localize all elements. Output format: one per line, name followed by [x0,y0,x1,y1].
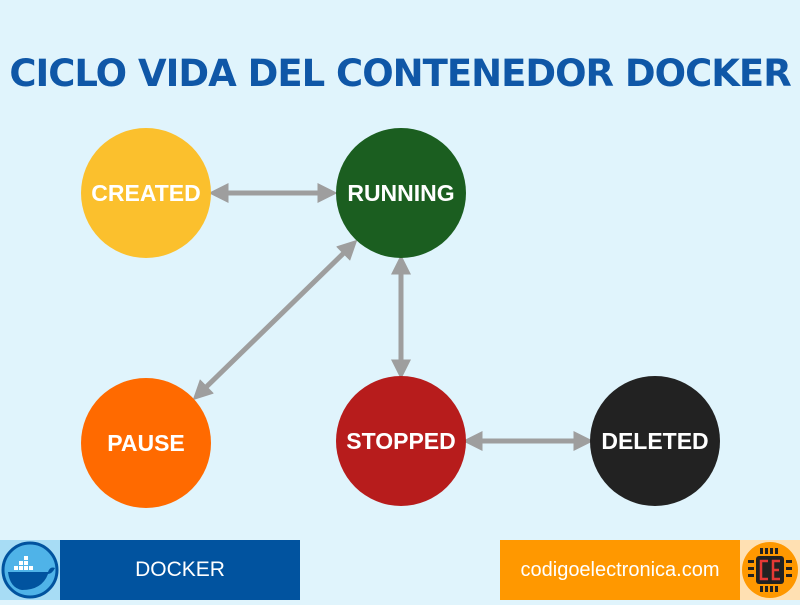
page-title: CICLO VIDA DEL CONTENEDOR DOCKER [9,52,791,95]
state-stopped: STOPPED [336,376,466,506]
docker-whale-icon [0,540,60,600]
state-created: CREATED [81,128,211,258]
arrow-running-pause [192,239,358,401]
site-banner: codigoelectronica.com [500,540,740,600]
site-link: codigoelectronica.com [520,558,720,581]
state-running: RUNNING [336,128,466,258]
docker-label: DOCKER [135,558,225,581]
docker-banner: DOCKER [60,540,300,600]
state-deleted-label: DELETED [601,427,709,454]
state-running-label: RUNNING [347,179,455,206]
state-created-label: CREATED [91,179,201,206]
codigoelectronica-chip-logo-icon [740,540,800,600]
state-pause: PAUSE [81,378,211,508]
state-deleted: DELETED [590,376,720,506]
state-stopped-label: STOPPED [346,427,456,454]
state-pause-label: PAUSE [107,429,185,456]
